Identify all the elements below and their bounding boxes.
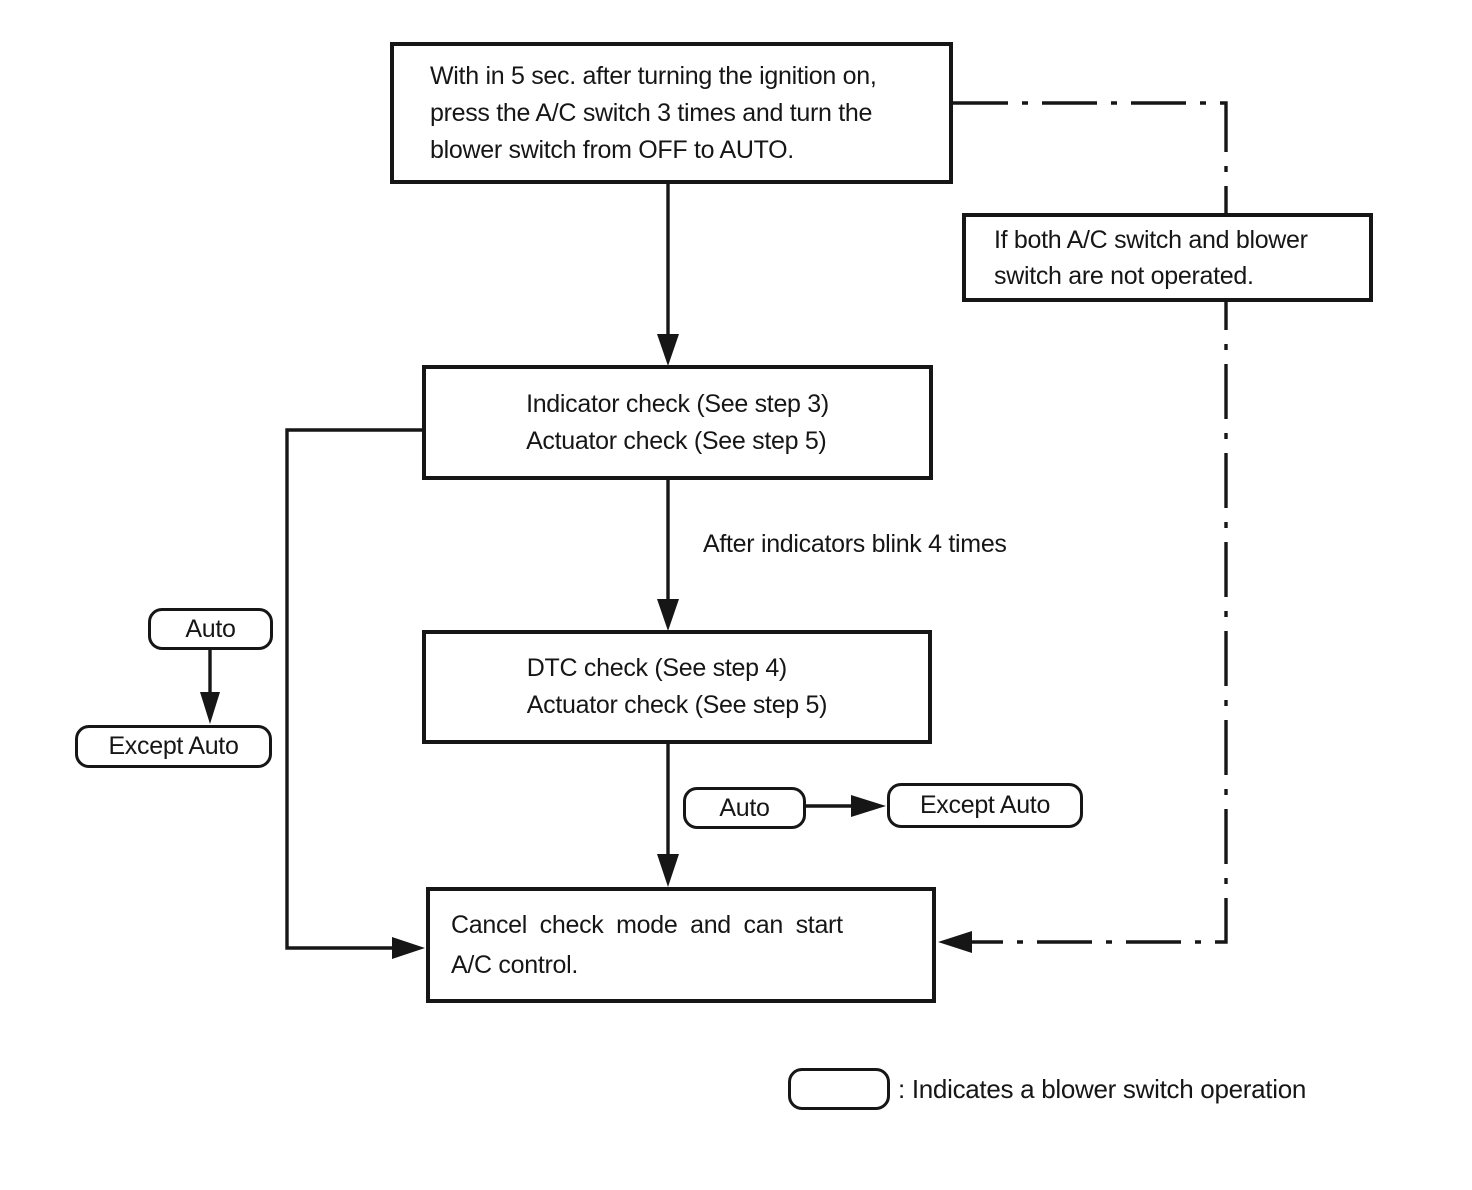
connector-no-operation-dashdot [938,101,1228,953]
arrow-indicator-to-dtc [657,480,679,631]
connector-indicator-to-cancel [285,428,425,959]
cancel-check-text-line2: A/C control. [451,951,579,979]
cancel-check-box: Cancel check mode and can start A/C cont… [426,887,936,1003]
after-blink-label: After indicators blink 4 times [703,530,1007,558]
except-auto-pill-mid: Except Auto [887,783,1083,828]
start-step-box: With in 5 sec. after turning the ignitio… [390,42,953,184]
except-auto-pill-left-label: Except Auto [108,732,239,760]
not-operated-box: If both A/C switch and blower switch are… [962,213,1373,302]
except-auto-pill-left: Except Auto [75,725,272,768]
auto-pill-left: Auto [148,608,273,650]
legend-pill-symbol [788,1068,890,1110]
auto-pill-mid: Auto [683,787,806,829]
arrow-start-to-indicator [657,184,679,366]
except-auto-pill-mid-label: Except Auto [919,791,1051,819]
start-step-text-line3: blower switch from OFF to AUTO. [430,135,794,164]
start-step-text-line2: press the A/C switch 3 times and turn th… [430,98,873,127]
cancel-check-text-line1: Cancel check mode and can start [451,911,843,939]
legend-text: : Indicates a blower switch operation [898,1074,1307,1104]
auto-pill-mid-label: Auto [719,793,770,822]
dtc-check-box: DTC check (See step 4) Actuator check (S… [422,630,932,744]
dtc-check-text-line1: DTC check (See step 4) [526,654,787,682]
arrow-auto-to-except-left [200,650,220,724]
not-operated-text-line2: switch are not operated. [994,261,1254,290]
dtc-check-text-line2: Actuator check (See step 5) [526,691,828,719]
indicator-check-text-line1: Indicator check (See step 3) [526,389,829,418]
indicator-check-box: Indicator check (See step 3) Actuator ch… [422,365,933,480]
not-operated-text-line1: If both A/C switch and blower [994,225,1308,254]
indicator-check-text-line2: Actuator check (See step 5) [526,426,827,455]
auto-pill-left-label: Auto [185,614,236,643]
start-step-text-line1: With in 5 sec. after turning the ignitio… [430,61,877,90]
arrow-dtc-to-cancel [657,744,679,887]
arrow-auto-to-except-mid [805,795,886,817]
